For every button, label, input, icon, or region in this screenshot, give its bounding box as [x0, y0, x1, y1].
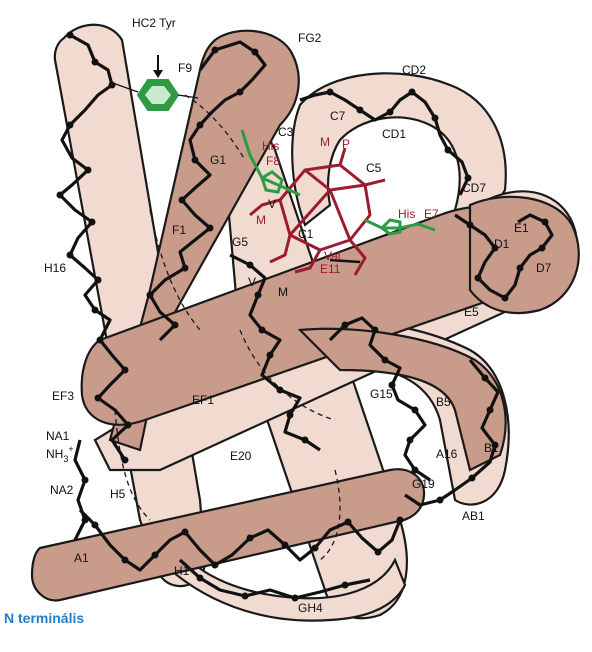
helix-cd-tube: [291, 72, 507, 227]
label-f9: F9: [178, 61, 192, 75]
label-h5: H5: [110, 487, 126, 501]
helix-gh-tube: [158, 548, 407, 622]
label-heme-v-top: V: [268, 197, 276, 211]
label-cd1: CD1: [382, 127, 406, 141]
label-c5: C5: [366, 161, 382, 175]
n-terminal-caption: N terminális: [4, 610, 85, 626]
label-g15: G15: [370, 387, 393, 401]
his-e7-residue: [364, 218, 436, 236]
tyr-hc2-residue: [109, 55, 199, 111]
label-g1: G1: [210, 153, 226, 167]
label-b5: B5: [436, 395, 451, 409]
label-heme-v-bottom: V: [248, 275, 256, 289]
label-his-e7-pos: E7: [424, 207, 439, 221]
label-e11: E11: [320, 262, 341, 276]
label-h1: H1: [174, 564, 190, 578]
label-his-f8-pos: F8: [266, 154, 280, 168]
heme-group: [249, 147, 386, 276]
his-f8-residue: [240, 129, 301, 197]
label-c3: C3: [278, 125, 294, 139]
label-heme-m-left: M: [256, 213, 266, 227]
residue-labels: HC2 Tyr FG2 F9 CD2 C7 CD1 C3 His F8 M P …: [44, 16, 552, 615]
label-a1: A1: [74, 551, 89, 565]
label-d1: D1: [494, 237, 510, 251]
label-h16: H16: [44, 261, 66, 275]
label-na2: NA2: [50, 483, 74, 497]
label-c7: C7: [330, 109, 346, 123]
label-hc2-tyr: HC2 Tyr: [132, 16, 176, 30]
residue-dots: [56, 31, 549, 602]
helix-tubes-front: [30, 29, 580, 602]
label-his-e7-his: His: [398, 207, 415, 221]
label-e1: E1: [514, 221, 529, 235]
label-nh3: NH3+: [46, 444, 74, 464]
label-e5: E5: [464, 305, 479, 319]
label-ab1: AB1: [462, 509, 485, 523]
val-e11-marker: [329, 258, 361, 264]
label-f1: F1: [172, 223, 186, 237]
label-cd7: CD7: [462, 181, 486, 195]
label-ef3: EF3: [52, 389, 74, 403]
label-his-f8-his: His: [262, 139, 279, 153]
label-fg2: FG2: [298, 31, 322, 45]
label-gh4: GH4: [298, 601, 323, 615]
label-g19: G19: [412, 477, 435, 491]
helix-a-tube: [30, 468, 426, 602]
label-e20: E20: [230, 449, 252, 463]
label-b1: B1: [484, 441, 499, 455]
label-heme-m-top: M: [320, 135, 330, 149]
label-ef1: EF1: [192, 393, 214, 407]
label-g5: G5: [232, 235, 248, 249]
label-cd2: CD2: [402, 63, 426, 77]
label-heme-m-bottom: M: [278, 285, 288, 299]
label-c1: C1: [298, 227, 314, 241]
helix-b-front-tube: [297, 327, 507, 472]
label-na1: NA1: [46, 429, 70, 443]
label-heme-p: P: [342, 137, 350, 151]
label-val: Val: [324, 249, 340, 263]
label-a16: A16: [436, 447, 458, 461]
label-d7: D7: [536, 261, 552, 275]
helix-d-tube: [468, 195, 580, 315]
